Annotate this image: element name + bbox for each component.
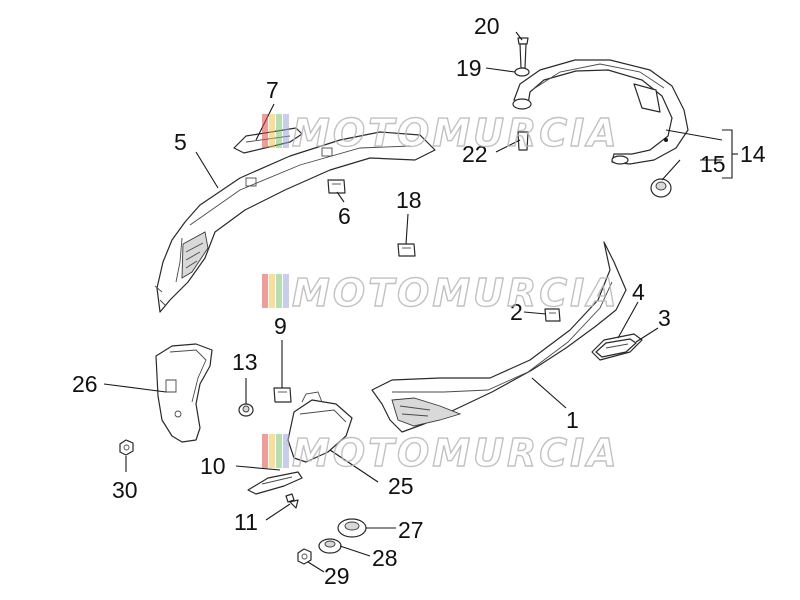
part-19-washer bbox=[514, 67, 530, 77]
callout-22: 22 bbox=[462, 141, 488, 167]
callout-27: 27 bbox=[398, 517, 424, 543]
part-6-clip bbox=[327, 179, 346, 194]
callout-20: 20 bbox=[474, 13, 500, 39]
callout-9: 9 bbox=[274, 313, 287, 339]
callout-5: 5 bbox=[174, 129, 187, 155]
callout-7: 7 bbox=[266, 77, 279, 103]
callout-11: 11 bbox=[234, 509, 258, 535]
part-14-grab-rail bbox=[512, 59, 689, 165]
part-11-screw bbox=[285, 493, 299, 509]
callout-13: 13 bbox=[232, 349, 258, 375]
callout-26: 26 bbox=[72, 371, 98, 397]
watermark-text: MOTOMURCIA bbox=[292, 431, 620, 475]
wm-stripe bbox=[269, 274, 275, 308]
part-10-bracket bbox=[247, 471, 303, 495]
watermark-bottom: MOTOMURCIA bbox=[262, 430, 620, 476]
callout-18: 18 bbox=[396, 187, 422, 213]
part-28-grommet bbox=[318, 538, 342, 554]
callout-30: 30 bbox=[112, 477, 138, 503]
callout-3: 3 bbox=[658, 305, 671, 331]
callout-6: 6 bbox=[338, 203, 351, 229]
wm-stripe bbox=[283, 114, 289, 148]
callout-labels: 1 2 3 4 5 6 7 9 10 11 13 14 15 18 19 20 … bbox=[72, 13, 766, 589]
part-25-inner-guard bbox=[287, 391, 353, 463]
wm-stripe bbox=[269, 114, 275, 148]
watermark-text: MOTOMURCIA bbox=[292, 111, 620, 155]
wm-stripe bbox=[262, 434, 268, 468]
part-29-nut bbox=[297, 548, 312, 565]
wm-stripe bbox=[276, 274, 282, 308]
callout-10: 10 bbox=[200, 453, 226, 479]
part-13-grommet bbox=[238, 403, 254, 417]
part-18-clip bbox=[397, 243, 416, 257]
callout-19: 19 bbox=[456, 55, 482, 81]
callout-29: 29 bbox=[324, 563, 350, 589]
leader-lines bbox=[103, 31, 738, 573]
part-27-grommet bbox=[337, 518, 367, 538]
callout-4: 4 bbox=[632, 279, 645, 305]
wm-stripe bbox=[283, 434, 289, 468]
part-1-right-side-panel bbox=[371, 241, 627, 433]
wm-stripe bbox=[262, 274, 268, 308]
part-5-left-side-panel bbox=[154, 131, 436, 313]
part-9-clip bbox=[273, 387, 292, 403]
wm-stripe bbox=[276, 434, 282, 468]
wm-stripe bbox=[283, 274, 289, 308]
part-2-clip bbox=[544, 308, 561, 322]
callout-14: 14 bbox=[740, 141, 766, 167]
part-20-bolt bbox=[517, 37, 529, 69]
wm-stripe bbox=[262, 114, 268, 148]
callout-15: 15 bbox=[700, 151, 726, 177]
wm-stripe bbox=[269, 434, 275, 468]
part-30-nut bbox=[119, 439, 134, 456]
callout-1: 1 bbox=[566, 407, 579, 433]
callout-2: 2 bbox=[510, 299, 523, 325]
part-15-bush bbox=[650, 178, 672, 198]
callout-28: 28 bbox=[372, 545, 398, 571]
part-3-reflector bbox=[595, 338, 637, 358]
part-22-bolt bbox=[517, 131, 529, 151]
callout-25: 25 bbox=[388, 473, 414, 499]
wm-stripe bbox=[276, 114, 282, 148]
watermark-top: MOTOMURCIA bbox=[262, 110, 620, 156]
watermark-text: MOTOMURCIA bbox=[292, 271, 620, 315]
part-26-rear-cover bbox=[155, 343, 213, 443]
watermark-middle: MOTOMURCIA bbox=[262, 270, 620, 316]
